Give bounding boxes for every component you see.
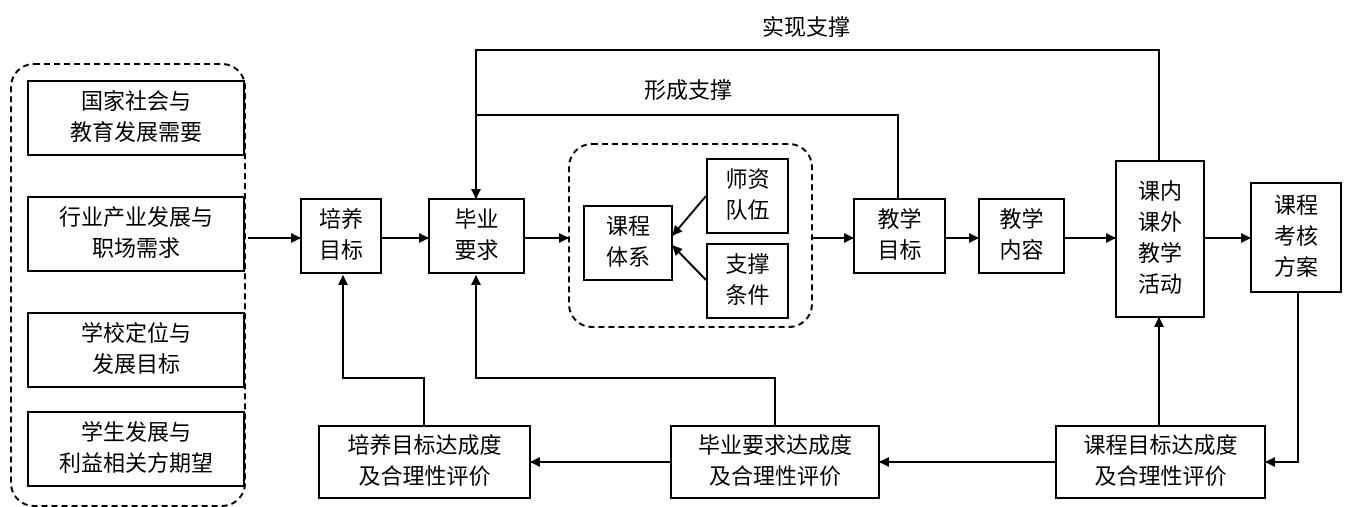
external-needs-group xyxy=(10,63,246,507)
training-objectives-box: 培养 目标 xyxy=(300,198,382,274)
teaching-objectives-box: 教学 目标 xyxy=(853,198,946,274)
national-needs-box: 国家社会与 教育发展需要 xyxy=(27,80,245,156)
graduation-requirements-box: 毕业 要求 xyxy=(428,198,525,274)
arrow-graduation-eval-to-requirements xyxy=(471,275,776,425)
graduation-requirements-eval-box: 毕业要求达成度 及合理性评价 xyxy=(670,425,880,499)
arrow-form-support xyxy=(476,114,899,198)
curriculum-group xyxy=(568,143,813,328)
arrow-support-to-curriculum xyxy=(672,245,707,281)
arrow-faculty-to-curriculum xyxy=(672,195,707,236)
form-support-label: 形成支撑 xyxy=(644,79,733,104)
industry-needs-box: 行业产业发展与 职场需求 xyxy=(27,196,245,272)
course-objectives-eval-box: 课程目标达成度 及合理性评价 xyxy=(1055,425,1266,499)
curriculum-system-box: 课程 体系 xyxy=(583,205,673,281)
arrow-assessment-to-course-eval xyxy=(1265,293,1299,467)
assessment-plan-box: 课程 考核 方案 xyxy=(1250,182,1342,293)
school-positioning-box: 学校定位与 发展目标 xyxy=(27,312,245,388)
teaching-activities-box: 课内 课外 教学 活动 xyxy=(1115,160,1205,318)
teaching-content-box: 教学 内容 xyxy=(978,198,1065,274)
arrow-training-eval-to-objectives xyxy=(338,275,425,425)
realize-support-label: 实现支撑 xyxy=(762,16,851,41)
support-conditions-box: 支撑 条件 xyxy=(706,243,789,319)
training-objectives-eval-box: 培养目标达成度 及合理性评价 xyxy=(318,425,531,499)
faculty-box: 师资 队伍 xyxy=(706,158,789,234)
arrow-realize-support xyxy=(471,49,1160,199)
student-expectations-box: 学生发展与 利益相关方期望 xyxy=(27,411,245,487)
